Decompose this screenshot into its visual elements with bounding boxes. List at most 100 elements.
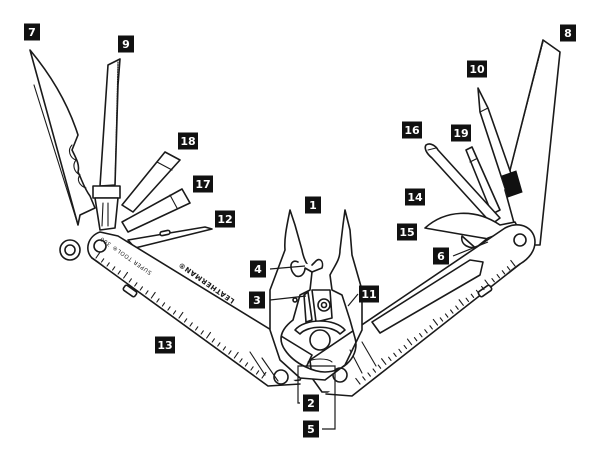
callout-badge-bg <box>249 291 265 309</box>
callout-17-medium-screwdriver: 17 <box>193 175 213 193</box>
combo-knife <box>29 49 96 226</box>
ruler-tick <box>123 271 129 279</box>
serrated-blade <box>92 58 121 231</box>
right-handle <box>309 224 536 397</box>
callout-18-large-screwdriver: 18 <box>178 132 198 150</box>
callout-number: 16 <box>404 124 420 137</box>
callout-badge-bg <box>24 23 40 41</box>
callout-2-wire-cutter: 2 <box>303 394 319 412</box>
ruler-tick <box>161 302 166 307</box>
callout-badge-bg <box>451 124 471 142</box>
callout-9-serrated-blade: 9 <box>118 35 134 53</box>
ruler-tick <box>413 336 418 342</box>
small-screwdriver <box>127 226 213 249</box>
ruler-tick <box>355 377 361 385</box>
ruler-tick <box>377 364 382 369</box>
ruler-tick <box>406 338 413 346</box>
ruler-tick <box>250 366 254 371</box>
ruler-tick <box>261 371 267 379</box>
callout-badge-bg <box>397 223 417 241</box>
callout-14-can-opener: 14 <box>405 188 425 206</box>
callout-13-ruler: 13 <box>155 336 175 354</box>
ruler-tick <box>178 311 184 319</box>
callout-number: 10 <box>469 63 485 76</box>
callout-number: 9 <box>122 38 130 51</box>
callout-number: 2 <box>307 397 315 410</box>
ruler-tick <box>510 259 516 267</box>
ruler-tick <box>439 317 444 322</box>
ruler-tick <box>393 352 397 358</box>
callout-8-wood-saw: 8 <box>560 24 576 42</box>
awl <box>477 87 523 198</box>
ruler-tick <box>211 338 215 343</box>
callout-number: 17 <box>195 178 210 191</box>
callout-badge-bg <box>155 336 175 354</box>
ruler-tick <box>244 362 249 367</box>
callout-number: 18 <box>180 135 195 148</box>
ruler-tick <box>381 358 387 365</box>
ruler-tick <box>106 262 110 267</box>
ruler-tick <box>491 277 495 283</box>
callout-number: 6 <box>437 250 445 263</box>
ruler-tick <box>233 351 239 359</box>
leader-6 <box>452 241 489 257</box>
ruler-tick <box>367 372 371 377</box>
ruler-tick <box>228 350 232 355</box>
callout-12-small-screwdriver: 12 <box>215 210 235 228</box>
ruler-tick <box>481 285 485 291</box>
ruler-tick <box>117 270 121 275</box>
ruler-tick <box>112 266 116 271</box>
callout-badge-bg <box>402 121 422 139</box>
ruler-tick <box>496 274 501 279</box>
callout-5-stranded-wire-cutter: 5 <box>303 420 319 438</box>
medium-screwdriver <box>121 188 191 233</box>
callout-16-phillips-screwdriver: 16 <box>402 121 422 139</box>
callout-badge-bg <box>178 132 198 150</box>
callout-number: 4 <box>254 263 262 276</box>
ruler-tick <box>429 325 433 330</box>
ruler-ticks-left <box>95 251 267 379</box>
ruler-tick <box>222 346 227 351</box>
callout-4-regular-pliers: 4 <box>250 260 266 278</box>
ruler-tick <box>475 289 480 295</box>
callout-badge-bg <box>215 210 235 228</box>
ruler-tick <box>362 376 366 381</box>
callout-badge-bg <box>303 394 319 412</box>
ruler-tick <box>455 305 459 310</box>
ruler-tick <box>150 291 156 299</box>
ruler-tick <box>145 290 149 295</box>
ruler-tick <box>239 358 243 363</box>
ruler-tick <box>195 326 199 331</box>
leader-3 <box>269 295 307 301</box>
ruler-tick <box>450 309 454 314</box>
callout-1-needlenose-pliers: 1 <box>305 196 321 214</box>
ruler-tick <box>458 299 464 306</box>
callout-11-electrical-crimper: 11 <box>359 285 379 303</box>
callout-7-combo-knife: 7 <box>24 23 40 41</box>
ruler-tick <box>424 329 428 334</box>
callout-3-hard-wire-cutter: 3 <box>249 291 265 309</box>
callout-number: 7 <box>28 26 36 39</box>
callout-badge-bg <box>467 60 487 78</box>
callout-badge-bg <box>305 196 321 214</box>
callout-badge-bg <box>118 35 134 53</box>
leader-4 <box>269 265 306 270</box>
plier-head <box>269 209 363 381</box>
callout-number: 12 <box>217 213 232 226</box>
callout-badge-bg <box>193 175 213 193</box>
leader-11 <box>347 293 359 307</box>
callout-badge-bg <box>250 260 266 278</box>
ruler-tick <box>200 330 204 335</box>
callout-6-bottle-opener: 6 <box>433 247 449 265</box>
ruler-tick <box>388 356 392 361</box>
ruler-tick <box>156 298 160 303</box>
ruler-tick <box>432 318 439 326</box>
callout-badge-bg <box>303 420 319 438</box>
ruler-tick <box>419 333 423 338</box>
ruler-tick <box>470 293 475 299</box>
ruler-tick <box>506 266 511 271</box>
wood-saw <box>504 39 561 246</box>
ruler-tick <box>206 331 212 339</box>
ruler-tick <box>398 348 402 354</box>
large-screwdriver <box>121 151 181 213</box>
